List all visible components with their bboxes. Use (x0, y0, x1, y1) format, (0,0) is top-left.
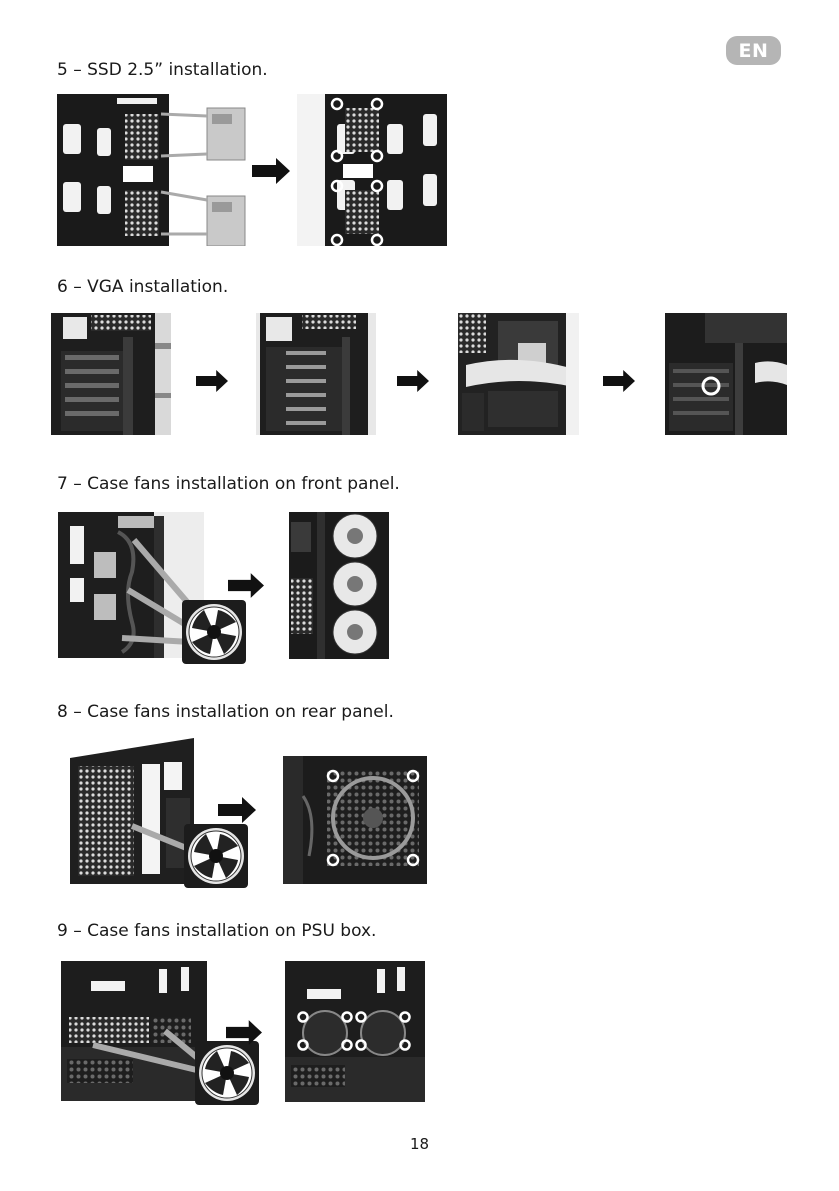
arrow-icon (252, 158, 290, 184)
rear-fan-after-photo (283, 756, 427, 884)
step-6-heading: 6 – VGA installation. (57, 277, 229, 297)
vga-step3-photo (458, 313, 579, 435)
vga-step2-photo (256, 313, 376, 435)
front-fan-after-photo (289, 512, 389, 659)
arrow-icon (397, 370, 429, 392)
arrow-icon (196, 370, 228, 392)
vga-step1-photo (51, 313, 171, 435)
arrow-icon (218, 797, 256, 823)
language-badge: EN (726, 36, 781, 65)
ssd-after-photo (297, 94, 447, 246)
vga-step4-photo (665, 313, 787, 435)
step-5-heading: 5 – SSD 2.5” installation. (57, 60, 268, 80)
arrow-icon (226, 1020, 262, 1045)
arrow-icon (603, 370, 635, 392)
psu-fan-after-photo (285, 961, 425, 1102)
step-8-heading: 8 – Case fans installation on rear panel… (57, 702, 394, 722)
step-9-heading: 9 – Case fans installation on PSU box. (57, 921, 377, 941)
ssd-before-photo (57, 94, 247, 246)
step-7-heading: 7 – Case fans installation on front pane… (57, 474, 400, 494)
page-number: 18 (409, 1135, 430, 1153)
arrow-icon (228, 573, 264, 598)
